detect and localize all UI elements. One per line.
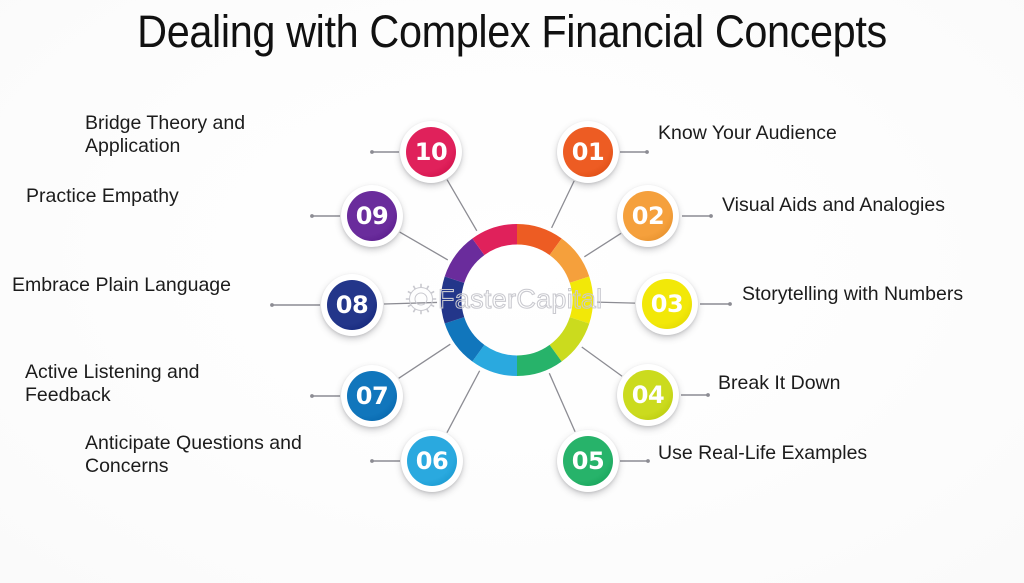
step-label-09: Practice Empathy	[26, 185, 179, 207]
step-node-10[interactable]: 10	[400, 121, 462, 183]
connector-endpoint-08	[270, 303, 274, 307]
connector-endpoint-06	[370, 459, 374, 463]
step-label-06: Anticipate Questions and Concerns	[85, 432, 302, 477]
step-label-07: Active Listening and Feedback	[25, 361, 200, 406]
step-number-09: 09	[355, 202, 389, 230]
step-node-disc-02: 02	[623, 191, 673, 241]
ring-segment-08	[441, 276, 465, 324]
connector-endpoint-04	[706, 393, 710, 397]
connector-endpoint-03	[728, 302, 732, 306]
ring-segment-09	[444, 238, 485, 283]
step-node-disc-04: 04	[623, 370, 673, 420]
step-number-10: 10	[414, 138, 448, 166]
step-label-02: Visual Aids and Analogies	[722, 194, 945, 216]
step-node-03[interactable]: 03	[636, 273, 698, 335]
step-number-05: 05	[571, 447, 605, 475]
ring-segment-07	[444, 317, 485, 362]
center-donut-ring	[439, 222, 595, 378]
step-node-disc-03: 03	[642, 279, 692, 329]
ring-segment-03	[569, 276, 593, 324]
step-label-03: Storytelling with Numbers	[742, 283, 964, 305]
step-number-01: 01	[571, 138, 605, 166]
step-number-04: 04	[631, 381, 665, 409]
step-number-07: 07	[355, 382, 389, 410]
spoke-line-08	[383, 301, 438, 305]
step-label-10: Bridge Theory and Application	[85, 112, 246, 157]
step-node-06[interactable]: 06	[401, 430, 463, 492]
connector-endpoint-10	[370, 150, 374, 154]
step-label-08: Embrace Plain Language	[12, 274, 231, 296]
step-number-08: 08	[335, 291, 369, 319]
step-node-08[interactable]: 08	[321, 274, 383, 336]
step-node-disc-05: 05	[563, 436, 613, 486]
page-title: Dealing with Complex Financial Concepts	[137, 6, 887, 57]
step-node-disc-09: 09	[347, 191, 397, 241]
connector-endpoint-07	[310, 394, 314, 398]
gear-icon	[405, 283, 437, 315]
connector-endpoint-02	[709, 214, 713, 218]
step-node-04[interactable]: 04	[617, 364, 679, 426]
ring-segment-10	[472, 224, 517, 256]
step-node-disc-01: 01	[563, 127, 613, 177]
step-number-06: 06	[415, 447, 449, 475]
spoke-line-01	[551, 180, 575, 229]
step-node-disc-07: 07	[347, 371, 397, 421]
ring-segment-05	[517, 344, 562, 376]
step-number-03: 03	[650, 290, 684, 318]
ring-segment-06	[472, 344, 517, 376]
step-node-disc-06: 06	[407, 436, 457, 486]
step-node-01[interactable]: 01	[557, 121, 619, 183]
ring-segment-01	[517, 224, 562, 256]
step-node-09[interactable]: 09	[341, 185, 403, 247]
connector-endpoint-01	[645, 150, 649, 154]
step-node-05[interactable]: 05	[557, 430, 619, 492]
ring-segment-02	[549, 238, 590, 283]
step-number-02: 02	[631, 202, 665, 230]
connector-endpoint-09	[310, 214, 314, 218]
connector-endpoint-05	[646, 459, 650, 463]
spoke-line-06	[446, 370, 481, 434]
step-label-04: Break It Down	[718, 372, 841, 394]
step-node-02[interactable]: 02	[617, 185, 679, 247]
step-label-05: Use Real-Life Examples	[658, 442, 868, 464]
step-label-01: Know Your Audience	[658, 122, 837, 144]
step-node-disc-10: 10	[406, 127, 456, 177]
ring-segment-04	[549, 317, 590, 362]
step-node-disc-08: 08	[327, 280, 377, 330]
spoke-line-05	[548, 372, 576, 432]
spoke-line-03	[596, 301, 636, 304]
step-node-07[interactable]: 07	[341, 365, 403, 427]
